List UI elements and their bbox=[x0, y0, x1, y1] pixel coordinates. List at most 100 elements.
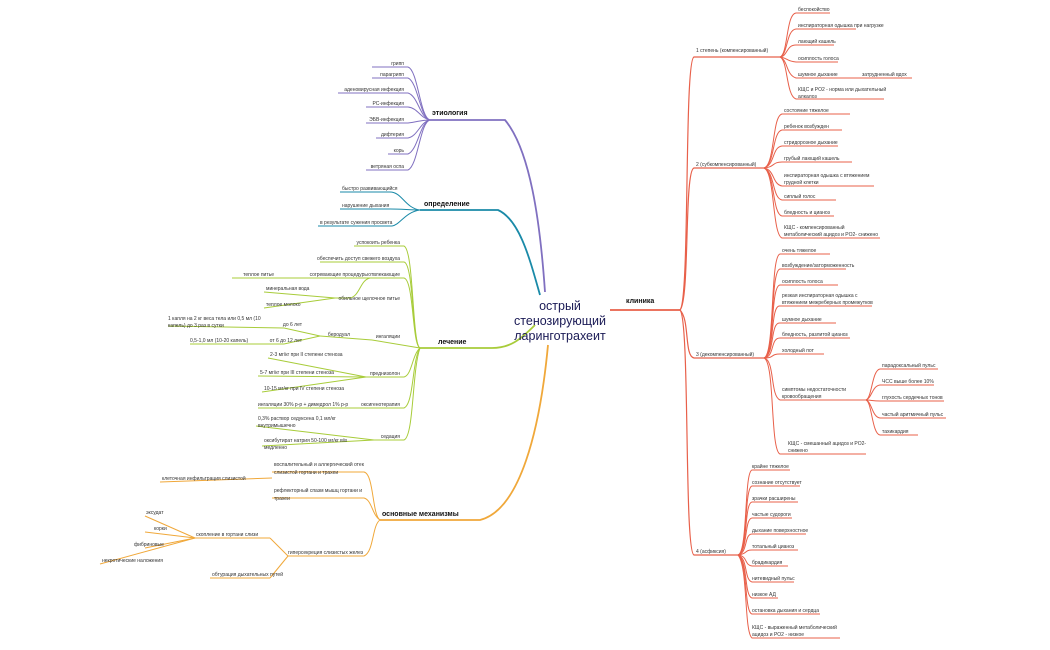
stage-2-item-line1[interactable]: инспираторная одышка с втяжением bbox=[784, 173, 870, 179]
branch-treatment[interactable]: лечение успокоить ребенка обеспечить дос… bbox=[168, 240, 467, 451]
stage-3-sub[interactable]: частый аритмичный пульс bbox=[882, 411, 944, 418]
stage-2-item[interactable]: ребенок возбужден bbox=[784, 124, 829, 130]
mechanism-crusts[interactable]: корки bbox=[154, 526, 167, 532]
treatment-drink[interactable]: обильное щелочное питье bbox=[339, 296, 401, 302]
stage-2-item-line2[interactable]: грудной клетки bbox=[784, 179, 819, 186]
stage-1-note[interactable]: затрудненный вдох bbox=[862, 71, 907, 78]
mechanism-edema-line2[interactable]: слизистой гортани и трахеи bbox=[274, 469, 338, 476]
treatment-mineral-water[interactable]: минеральная вода bbox=[266, 286, 310, 292]
mechanism-mucus[interactable]: скопление в гортани слизи bbox=[196, 532, 258, 538]
stage-4-item-line1[interactable]: КЩС - выраженный метаболический bbox=[752, 624, 837, 631]
mechanism-obstruction[interactable]: обтурация дыхательных путей bbox=[212, 571, 283, 578]
treatment-berodual[interactable]: беродуал bbox=[328, 332, 350, 338]
stage-3-item[interactable]: осиплость голоса bbox=[782, 279, 823, 285]
stage-3-sub[interactable]: парадоксальный пульс bbox=[882, 362, 936, 369]
stage-3-item[interactable]: шумное дыхание bbox=[782, 317, 822, 323]
stage-2-item[interactable]: грубый лающий кашель bbox=[784, 155, 840, 162]
definition-item[interactable]: нарушение дыхания bbox=[342, 203, 390, 209]
definition-item[interactable]: в результате сужения просвета bbox=[320, 220, 393, 226]
stage-2-item[interactable]: сиплый голос bbox=[784, 193, 816, 200]
etiology-item[interactable]: дифтерия bbox=[381, 132, 404, 138]
stage-2-item[interactable]: стридорозное дыхание bbox=[784, 140, 838, 146]
stage-3-sub[interactable]: тахикардия bbox=[882, 429, 909, 435]
stage-3-item-line2[interactable]: снижено bbox=[788, 448, 808, 454]
stage-2-item-line1[interactable]: КЩС - компенсированный bbox=[784, 224, 845, 231]
stage-2-item-line2[interactable]: метаболический ацидоз и PO2- снижено bbox=[784, 231, 878, 238]
treatment-prednisolone[interactable]: преднизолон bbox=[370, 371, 400, 377]
mechanism-spasm-line2[interactable]: трахеи bbox=[274, 496, 290, 502]
treatment-distract[interactable]: отвлекающие bbox=[368, 272, 400, 278]
treatment-calm[interactable]: успокоить ребенка bbox=[357, 240, 401, 246]
stage-2-item[interactable]: бледность и цианоз bbox=[784, 210, 831, 216]
sedation-seduxen-line2[interactable]: внутримышечно bbox=[258, 423, 296, 429]
etiology-item[interactable]: грипп bbox=[391, 61, 404, 67]
treatment-inhalation[interactable]: ингаляции bbox=[376, 334, 400, 340]
treatment-warm-milk[interactable]: теплое молоко bbox=[266, 302, 301, 308]
mechanism-spasm-line1[interactable]: рефлекторный спазм мышц гортани и bbox=[274, 487, 362, 494]
mechanism-fibrin[interactable]: фибриновые bbox=[134, 542, 164, 548]
mechanism-infiltration[interactable]: клеточная инфильтрация слизистой bbox=[162, 475, 246, 482]
stage-3-label[interactable]: 3 (декомпенсированный) bbox=[696, 351, 754, 358]
stage-4-item-line2[interactable]: ацидоз и PO2 - низкое bbox=[752, 632, 804, 638]
stage-3-item[interactable]: возбуждение/заторможенность bbox=[782, 263, 855, 269]
stage-4-item[interactable]: низкое АД bbox=[752, 592, 777, 598]
etiology-item[interactable]: ЭБВ-инфекция bbox=[369, 117, 404, 123]
mechanism-necrotic[interactable]: некротические наложения bbox=[102, 558, 163, 564]
berodual-dose-6-12[interactable]: 0,5-1,0 мл (10-20 капель) bbox=[190, 338, 248, 344]
stage-2-item[interactable]: состояние тяжелое bbox=[784, 108, 829, 114]
stage-3-item-line1[interactable]: КЩС - смешанный ацидоз и PO2- bbox=[788, 440, 866, 447]
mechanism-exudate[interactable]: эксудат bbox=[146, 510, 164, 516]
stage-3-item-line1[interactable]: резкая инспираторная одышка с bbox=[782, 293, 858, 299]
etiology-label[interactable]: этиология bbox=[432, 110, 468, 117]
stage-1-item-line1[interactable]: КЩС и PO2 - норма или дыхательный bbox=[798, 86, 886, 93]
definition-item[interactable]: быстро развивающийся bbox=[342, 185, 398, 192]
etiology-item[interactable]: корь bbox=[394, 148, 405, 154]
stage-1-item[interactable]: шумное дыхание bbox=[798, 72, 838, 78]
stage-3-item[interactable]: холодный пот bbox=[782, 347, 815, 354]
stage-1-item[interactable]: лающий кашель bbox=[798, 38, 836, 45]
treatment-warm-drink[interactable]: теплое питье bbox=[243, 272, 274, 278]
stage-4-item[interactable]: нитевидный пульс bbox=[752, 575, 795, 582]
branch-mechanisms[interactable]: основные механизмы воспалительный и алле… bbox=[102, 461, 459, 578]
stage-4-item[interactable]: остановка дыхания и сердца bbox=[752, 608, 819, 614]
etiology-item[interactable]: РС-инфекция bbox=[372, 101, 404, 107]
berodual-age-6-12[interactable]: от 6 до 12 лет bbox=[270, 338, 303, 344]
stage-4-item[interactable]: крайне тяжелое bbox=[752, 463, 789, 470]
central-topic[interactable]: острый стенозирующий ларинготрахеит bbox=[514, 299, 606, 343]
clinic-label[interactable]: клиника bbox=[626, 298, 654, 305]
stage-3-item[interactable]: бледность, разлитой цианоз bbox=[782, 331, 848, 338]
oxygen-dose[interactable]: ингаляции 30% р-р + димедрол 1% р-р bbox=[258, 402, 348, 408]
prednisolone-dose-4[interactable]: 10-15 мг/кг при IV степени стеноза bbox=[264, 386, 344, 392]
sedation-seduxen-line1[interactable]: 0,3% раствор седуксена 0,1 мл/кг bbox=[258, 416, 336, 422]
stage-1-item[interactable]: инспираторная одышка при нагрузке bbox=[798, 23, 884, 29]
treatment-warm[interactable]: согревающие процедуры bbox=[310, 272, 369, 278]
treatment-oxygen[interactable]: оксигенотерапия bbox=[361, 402, 400, 408]
stage-3-item[interactable]: очень тяжелое bbox=[782, 248, 817, 254]
stage-3-item-line2[interactable]: втяжением межреберных промежутков bbox=[782, 300, 873, 306]
berodual-dose-under-6-line2[interactable]: капель) до 3 раз в сутки bbox=[168, 323, 224, 329]
treatment-air[interactable]: обеспечить доступ свежего воздуха bbox=[317, 256, 400, 262]
stage-1-item[interactable]: осиплость голоса bbox=[798, 56, 839, 62]
sedation-oxybutyrate-line1[interactable]: оксибутират натрия 50-100 мг/кг в/в bbox=[264, 438, 347, 444]
stage-4-label[interactable]: 4 (асфиксия) bbox=[696, 549, 726, 555]
etiology-item[interactable]: ветряная оспа bbox=[371, 164, 405, 170]
berodual-dose-under-6-line1[interactable]: 1 капля на 2 кг веса тела или 0,5 мл (10 bbox=[168, 316, 261, 322]
treatment-sedation[interactable]: седация bbox=[381, 434, 401, 440]
stage-3-sub[interactable]: глухость сердечных тонов bbox=[882, 395, 943, 401]
stage-1-label[interactable]: 1 степень (компенсированный) bbox=[696, 47, 768, 54]
stage-4-item[interactable]: сознание отсутствует bbox=[752, 480, 802, 486]
sedation-oxybutyrate-line2[interactable]: медленно bbox=[264, 445, 287, 451]
stage-4-item[interactable]: дыхание поверхностное bbox=[752, 528, 808, 534]
mechanism-hypersecretion[interactable]: гиперсекреция слизистых желез bbox=[288, 550, 364, 556]
stage-1-item[interactable]: беспокойство bbox=[798, 6, 830, 13]
definition-label[interactable]: определение bbox=[424, 201, 470, 208]
stage-4-item[interactable]: частые судороги bbox=[752, 512, 791, 518]
stage-1-item-line2[interactable]: алкалоз bbox=[798, 94, 817, 100]
prednisolone-dose-3[interactable]: 5-7 мг/кг при III степени стеноза bbox=[260, 370, 334, 376]
etiology-item[interactable]: аденовирусная инфекция bbox=[344, 87, 404, 93]
mechanism-edema-line1[interactable]: воспалительный и аллергический отек bbox=[274, 461, 365, 468]
prednisolone-dose-2[interactable]: 2-3 мг/кг при II степени стеноза bbox=[270, 352, 343, 358]
stage-4-item[interactable]: зрачки расширены bbox=[752, 496, 796, 502]
stage-2-label[interactable]: 2 (субкомпенсированный) bbox=[696, 161, 757, 168]
mechanisms-label[interactable]: основные механизмы bbox=[382, 511, 459, 518]
